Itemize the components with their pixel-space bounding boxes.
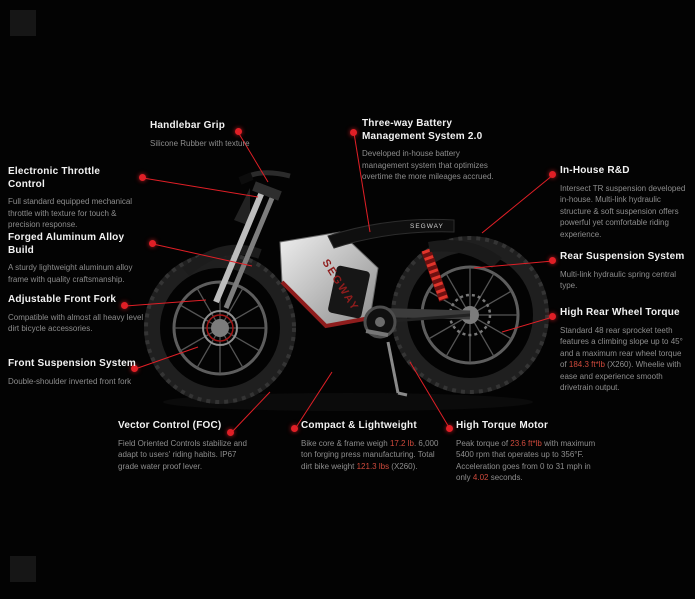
front-wheel (144, 252, 296, 404)
callout-title: Compact & Lightweight (301, 420, 417, 431)
desc-segment: Standard 48 rear sprocket teeth features… (560, 325, 683, 370)
callout-dot-inhouse-rd (549, 171, 556, 178)
desc-segment: . 6,000 ton forging press manufacturing.… (301, 438, 439, 471)
connector-line (237, 131, 269, 183)
ground-shadow (163, 393, 533, 411)
callout-front-suspension: Front Suspension System Double-shoulder … (8, 358, 168, 387)
connector-line (142, 177, 259, 198)
decorative-square-top (10, 10, 36, 36)
battery-pack (328, 265, 370, 319)
callout-alloy: Forged Aluminum Alloy Build A sturdy lig… (8, 232, 148, 285)
front-fork (213, 181, 282, 309)
callout-desc: A sturdy lightweight aluminum alloy fram… (8, 263, 133, 284)
callout-desc: Full standard equipped mechanical thrott… (8, 197, 133, 230)
callout-desc: Intersect TR suspension developed in-hou… (560, 183, 686, 239)
desc-highlight: 4.02 (472, 473, 489, 483)
callout-dot-battery (350, 129, 357, 136)
connector-line (481, 174, 554, 234)
callout-dot-foc (227, 429, 234, 436)
callout-dot-front-suspension (131, 365, 138, 372)
callout-title: High Torque Motor (456, 420, 549, 431)
callout-desc: Double-shoulder inverted front fork (8, 376, 132, 386)
connector-line (230, 391, 271, 434)
callout-desc: Developed in-house battery management sy… (362, 149, 494, 182)
callout-foc: Vector Control (FOC) Field Oriented Cont… (118, 420, 258, 472)
connector-line (152, 243, 253, 267)
callout-dot-handlebar-grip (235, 128, 242, 135)
callout-desc: Multi-link hydraulic spring central type… (560, 269, 677, 291)
desc-segment: Peak torque of (456, 438, 511, 448)
bike-illustration: SEGWAY SEGWAY (144, 170, 549, 411)
callout-desc: Peak torque of 23.6 ft*lb with maximum 5… (456, 438, 604, 484)
callout-title: Electronic Throttle Control (8, 166, 101, 190)
desc-highlight: 23.6 ft*lb (510, 438, 542, 448)
callout-dot-rear-torque (549, 313, 556, 320)
motor (363, 305, 397, 339)
callout-dot-motor (446, 425, 453, 432)
desc-segment: with maximum 5400 rpm that operates up t… (456, 438, 596, 483)
callout-rear-torque: High Rear Wheel Torque Standard 48 rear … (560, 307, 690, 394)
callout-dot-alloy (149, 240, 156, 247)
callout-front-fork: Adjustable Front Fork Compatible with al… (8, 294, 148, 335)
callout-dot-throttle (139, 174, 146, 181)
seat-brand-text: SEGWAY (410, 223, 444, 230)
desc-segment: seconds. (488, 473, 523, 483)
callout-title: In-House R&D (560, 165, 630, 176)
callout-desc: Field Oriented Controls stabilize and ad… (118, 438, 247, 471)
connector-line (353, 132, 371, 233)
callout-motor: High Torque Motor Peak torque of 23.6 ft… (456, 420, 604, 484)
callout-desc: Bike core & frame weigh 17.2 lb. 6,000 t… (301, 438, 443, 473)
connector-line (501, 316, 554, 333)
callout-battery: Three-way Battery Management System 2.0 … (362, 118, 507, 183)
desc-segment: (X260). (389, 461, 418, 471)
connector-line (409, 361, 451, 430)
callout-dot-front-fork (121, 302, 128, 309)
kickstand (386, 341, 408, 397)
callout-desc: Compatible with almost all heavy level d… (8, 312, 144, 334)
rear-fender (428, 240, 502, 268)
connector-line (294, 371, 333, 430)
handlebar (238, 170, 291, 185)
desc-highlight: 184.3 ft*lb (568, 360, 605, 370)
footpeg (365, 329, 389, 337)
callout-title: Handlebar Grip (150, 120, 226, 131)
callout-title: Vector Control (FOC) (118, 420, 222, 431)
callout-rear-suspension: Rear Suspension System Multi-link hydrau… (560, 251, 690, 292)
connector-line (473, 260, 554, 269)
decorative-square-bottom (10, 556, 36, 582)
headlight-plate (234, 188, 250, 226)
callout-desc: Standard 48 rear sprocket teeth features… (560, 325, 690, 395)
desc-highlight: 121.3 lbs (356, 461, 390, 471)
callout-compact: Compact & Lightweight Bike core & frame … (301, 420, 443, 472)
callout-throttle: Electronic Throttle Control Full standar… (8, 166, 140, 231)
connector-line (134, 346, 199, 370)
callout-dot-compact (291, 425, 298, 432)
callout-title: Rear Suspension System (560, 251, 685, 262)
callout-title: Forged Aluminum Alloy Build (8, 232, 125, 256)
callout-dot-rear-suspension (549, 257, 556, 264)
seat: SEGWAY (327, 218, 455, 249)
callout-title: Adjustable Front Fork (8, 294, 117, 305)
rear-shock (421, 248, 449, 302)
callout-title: Front Suspension System (8, 358, 136, 369)
front-fender (182, 244, 262, 276)
callout-inhouse-rd: In-House R&D Intersect TR suspension dev… (560, 165, 688, 240)
callout-title: Three-way Battery Management System 2.0 (362, 118, 483, 142)
desc-segment: (X260). Wheelie with ease and experience… (560, 360, 681, 393)
callout-title: High Rear Wheel Torque (560, 307, 680, 318)
desc-segment: Bike core & frame weigh (301, 438, 390, 448)
connector-line (124, 299, 207, 307)
callout-handlebar-grip: Handlebar Grip Silicone Rubber with text… (150, 120, 270, 149)
desc-highlight: 17.2 lb (389, 438, 414, 448)
callout-desc: Silicone Rubber with texture (150, 138, 250, 148)
